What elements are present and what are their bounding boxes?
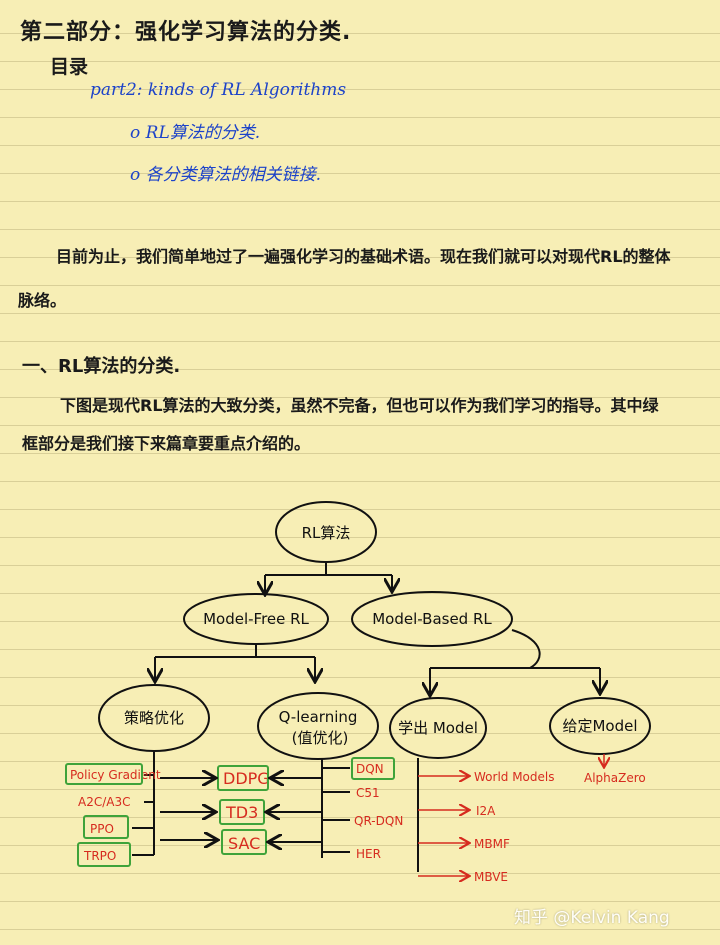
highlight-box	[351, 757, 395, 780]
leaf-c51: C51	[356, 786, 380, 800]
model-based-label: Model-Based RL	[372, 610, 492, 628]
leaf-a2c-a3c: A2C/A3C	[78, 795, 131, 809]
leaf-sac: SAC	[228, 834, 260, 853]
leaf-trpo: TRPO	[83, 849, 116, 863]
leaf-mbve: MBVE	[474, 870, 508, 884]
page-title: 第二部分：强化学习算法的分类.	[20, 20, 352, 45]
leaf-ddpg: DDPG	[223, 769, 270, 788]
given-model-label: 给定Model	[562, 717, 637, 735]
section-line: 下图是现代RL算法的大致分类，虽然不完备，但也可以作为我们学习的指导。其中绿	[60, 396, 659, 415]
leaf-policy-gradient: Policy Gradient	[70, 768, 161, 782]
learn-model-label: 学出 Model	[398, 719, 478, 737]
highlight-box	[83, 815, 129, 839]
given-model-node	[549, 697, 651, 755]
leaf-mbmf: MBMF	[474, 837, 510, 851]
leaf-her: HER	[356, 847, 381, 861]
section-heading: 一、RL算法的分类.	[22, 356, 181, 377]
learn-model-node	[389, 697, 487, 759]
toc-item: o RL算法的分类.	[130, 123, 261, 143]
leaf-td3: TD3	[225, 803, 258, 822]
highlight-box	[77, 842, 131, 867]
model-based-node	[351, 591, 513, 647]
highlight-box	[65, 763, 143, 785]
section-line: 框部分是我们接下来篇章要重点介绍的。	[22, 434, 311, 453]
toc-item: o 各分类算法的相关链接.	[130, 165, 322, 185]
watermark: 知乎 @Kelvin Kang	[514, 908, 670, 928]
intro-line: 目前为止，我们简单地过了一遍强化学习的基础术语。现在我们就可以对现代RL的整体	[56, 247, 671, 266]
leaf-ppo: PPO	[90, 822, 114, 836]
leaf-i2a: I2A	[476, 804, 496, 818]
leaf-world-models: World Models	[474, 770, 554, 784]
intro-line: 脉络。	[18, 291, 67, 310]
q-learning-label: Q-learning	[279, 708, 358, 726]
model-free-label: Model-Free RL	[203, 610, 309, 628]
q-learning-sublabel: (值优化)	[292, 729, 349, 747]
policy-optimization-label: 策略优化	[124, 709, 184, 727]
root-label: RL算法	[302, 524, 351, 542]
q-learning-node	[257, 692, 379, 760]
leaf-qr-dqn: QR-DQN	[354, 814, 403, 828]
leaf-dqn: DQN	[356, 762, 384, 776]
leaf-alphazero: AlphaZero	[584, 771, 646, 785]
toc-part-title: part2: kinds of RL Algorithms	[90, 80, 347, 100]
toc-heading: 目录	[50, 56, 89, 78]
